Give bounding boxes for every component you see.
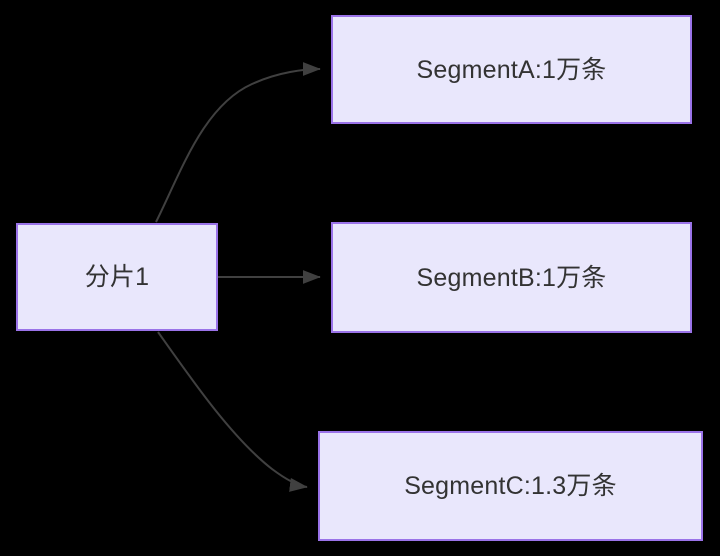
edge-shard1-to-segment-c: [157, 331, 308, 492]
node-segment-a-label: SegmentA:1万条: [416, 55, 607, 84]
node-segment-b-label: SegmentB:1万条: [416, 263, 607, 292]
node-segment-b[interactable]: SegmentB:1万条: [331, 222, 692, 333]
node-segment-c[interactable]: SegmentC:1.3万条: [318, 431, 703, 541]
edge-shard1-to-segment-a: [155, 62, 321, 223]
node-shard1[interactable]: 分片1: [16, 223, 218, 331]
node-segment-a[interactable]: SegmentA:1万条: [331, 15, 692, 124]
node-segment-c-label: SegmentC:1.3万条: [404, 472, 617, 500]
node-shard1-label: 分片1: [84, 263, 150, 291]
